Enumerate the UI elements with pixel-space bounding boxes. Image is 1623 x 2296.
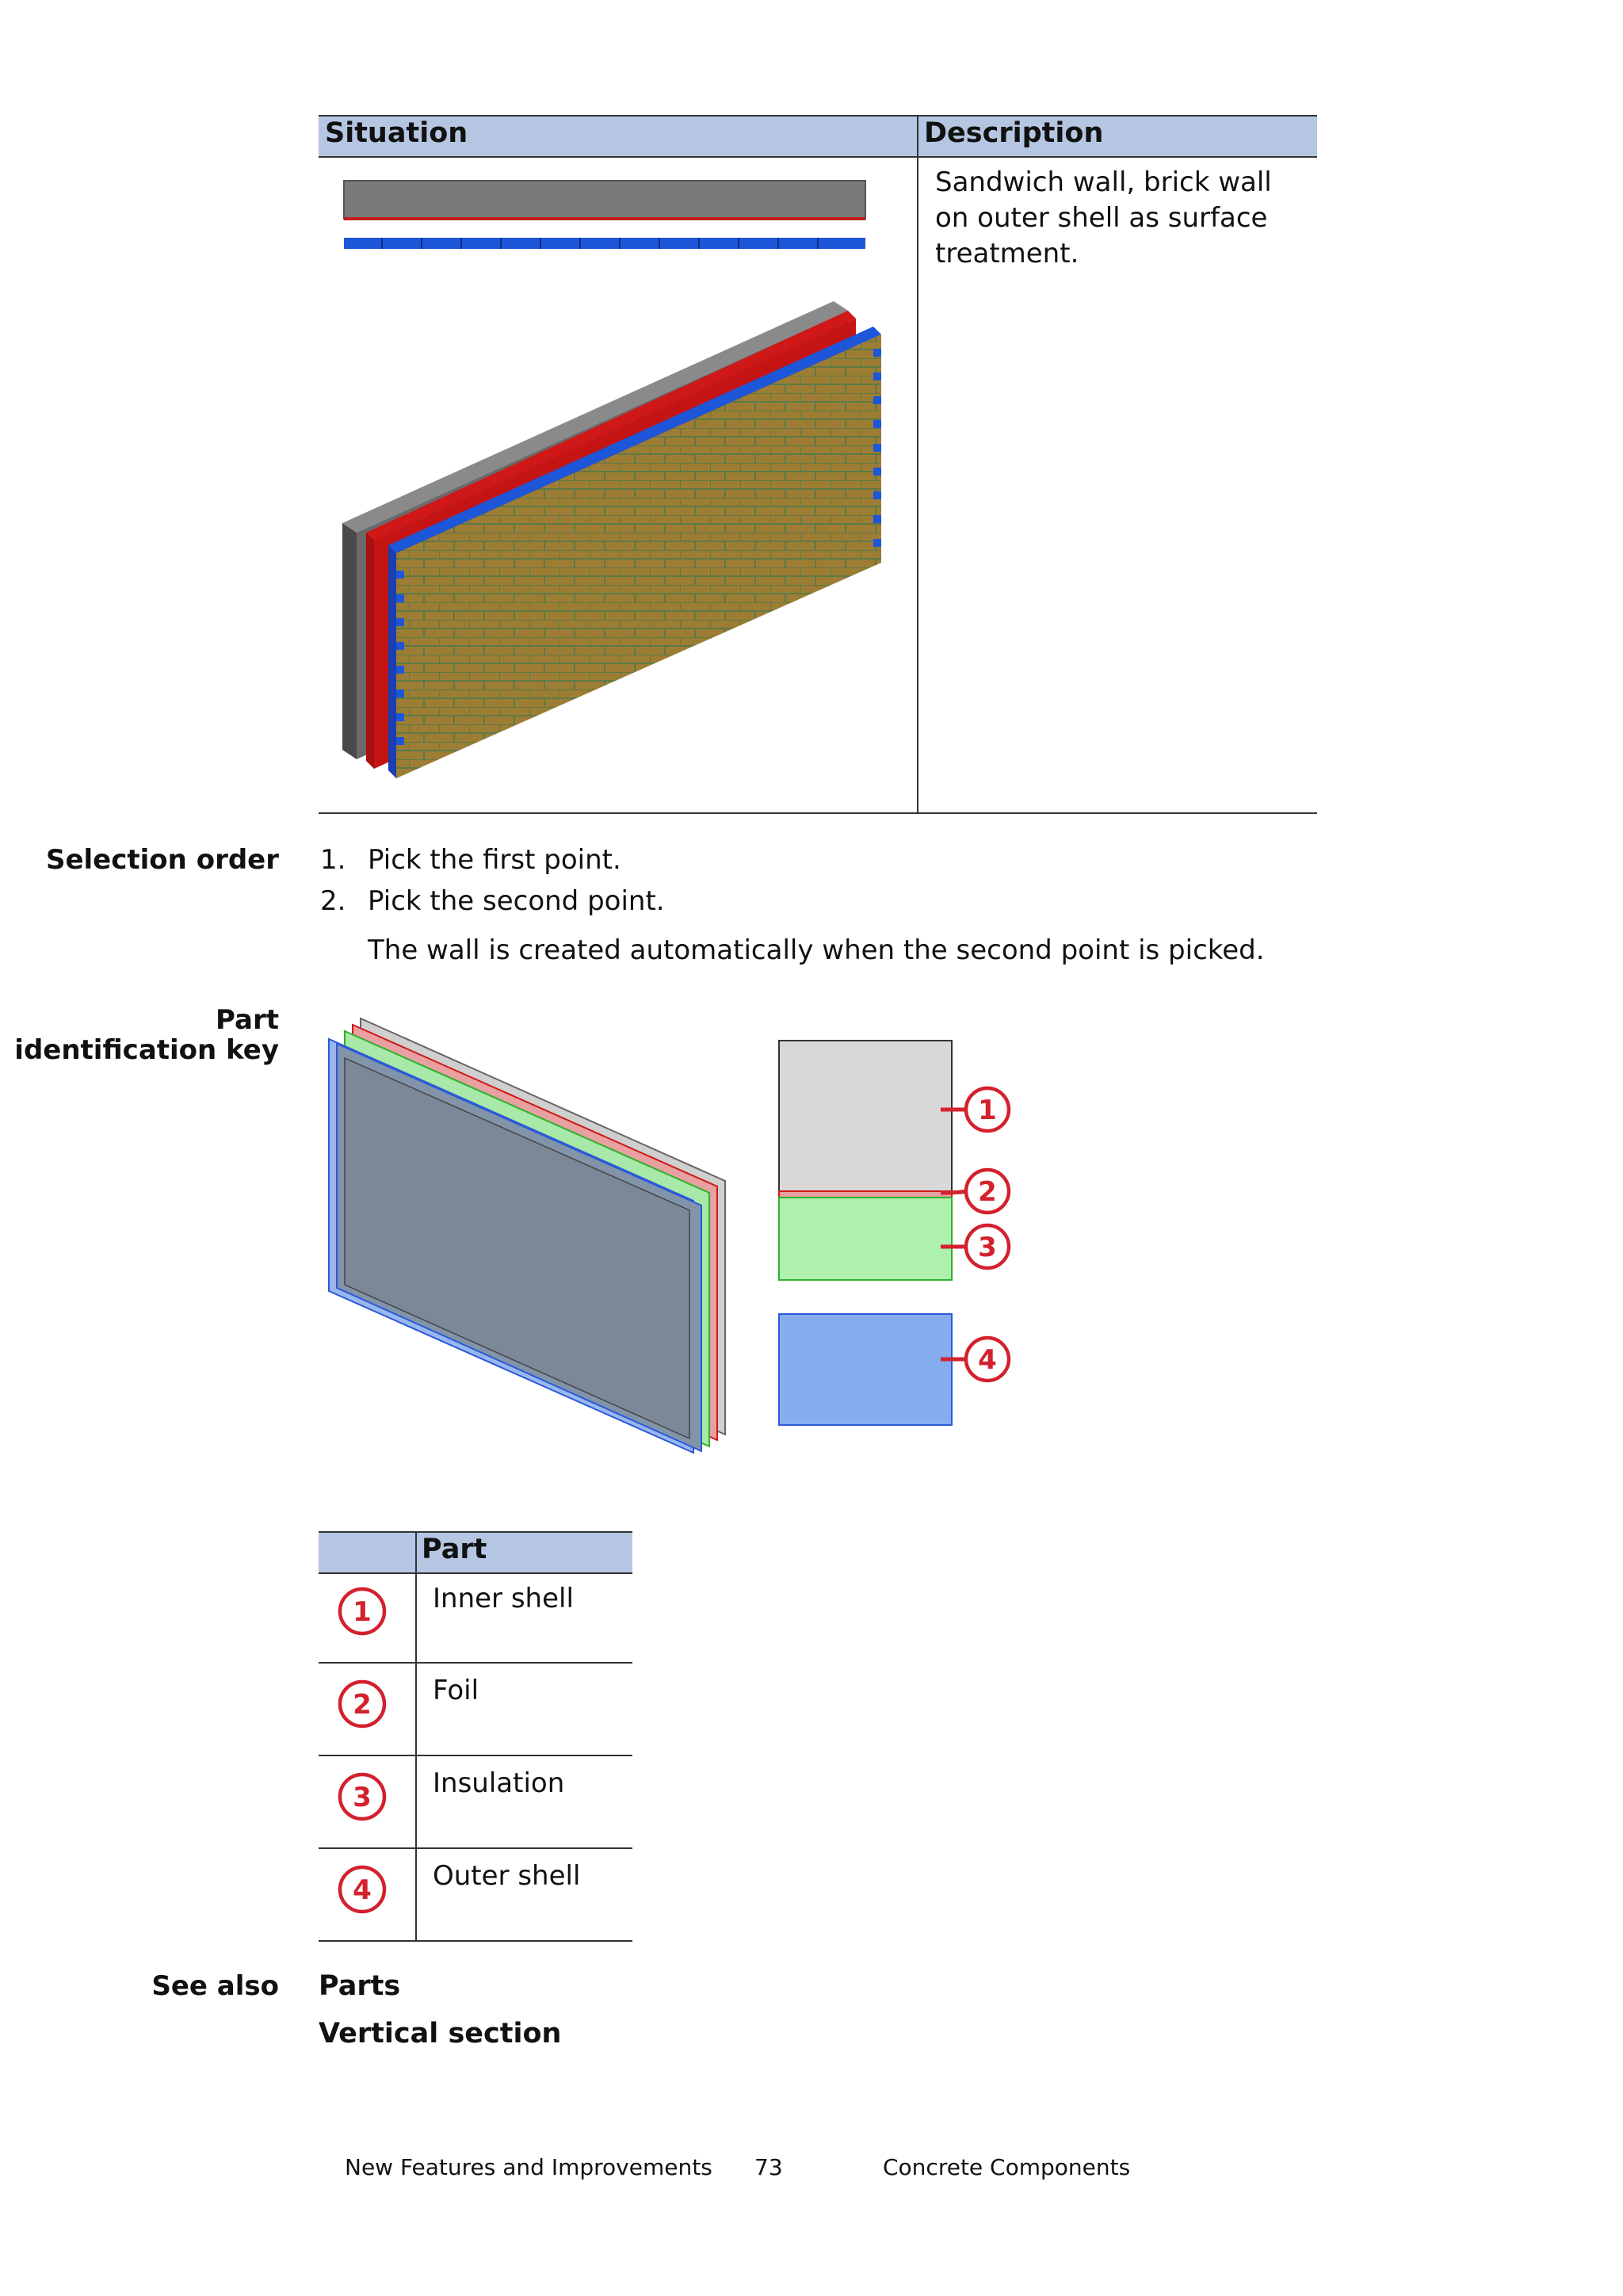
header-description: Description	[924, 117, 1104, 149]
parts-row-border-1	[319, 1662, 632, 1664]
parts-header-part: Part	[422, 1534, 487, 1565]
footer-left: New Features and Improvements	[345, 2154, 712, 2180]
table-column-divider	[917, 115, 918, 814]
part-key-isometric-wall	[328, 1017, 726, 1454]
step-2-text: Pick the second point.	[368, 885, 665, 917]
parts-badge-2: 2	[353, 1689, 372, 1721]
table-bottom-border	[319, 812, 1317, 814]
parts-badge-4: 4	[353, 1874, 372, 1906]
parts-column-divider	[415, 1531, 417, 1942]
step-1-number: 1.	[320, 844, 346, 876]
parts-row-border-4	[319, 1940, 632, 1942]
footer-page-number: 73	[754, 2154, 783, 2180]
part-name-outer-shell: Outer shell	[433, 1860, 581, 1892]
step-1-text: Pick the first point.	[368, 844, 621, 876]
callout-4: 4	[978, 1344, 997, 1376]
see-also-link-parts[interactable]: Parts	[319, 1970, 401, 2002]
selection-note: The wall is created automatically when t…	[368, 934, 1265, 966]
step-2-number: 2.	[320, 885, 346, 917]
see-also-label: See also	[151, 1970, 279, 2002]
parts-row-border-2	[319, 1755, 632, 1756]
part-name-inner-shell: Inner shell	[433, 1583, 574, 1614]
header-situation: Situation	[325, 117, 468, 149]
parts-table-header	[319, 1531, 632, 1574]
part-name-foil: Foil	[433, 1675, 479, 1706]
sandwich-wall-illustration	[342, 180, 881, 778]
selection-order-label: Selection order	[45, 844, 279, 876]
part-id-label-line2: identification key	[14, 1034, 279, 1066]
parts-number-badges: 1 2 3 4	[338, 1587, 387, 1914]
callout-1: 1	[978, 1095, 997, 1126]
situation-description: Sandwich wall, brick wall on outer shell…	[935, 166, 1272, 269]
situation-table-header	[319, 115, 1317, 158]
part-id-label-line1: Part	[216, 1004, 279, 1036]
parts-badge-1: 1	[353, 1596, 372, 1628]
footer-right: Concrete Components	[883, 2154, 1131, 2180]
part-key-section-view: 1 2 3 4	[778, 1040, 1011, 1426]
part-name-insulation: Insulation	[433, 1767, 565, 1799]
parts-row-border-3	[319, 1847, 632, 1849]
callout-2: 2	[978, 1176, 997, 1208]
see-also-link-vertical-section[interactable]: Vertical section	[319, 2018, 562, 2050]
callout-3: 3	[978, 1232, 997, 1263]
parts-badge-3: 3	[353, 1782, 372, 1813]
part-id-label: Part identification key	[14, 1005, 279, 1065]
